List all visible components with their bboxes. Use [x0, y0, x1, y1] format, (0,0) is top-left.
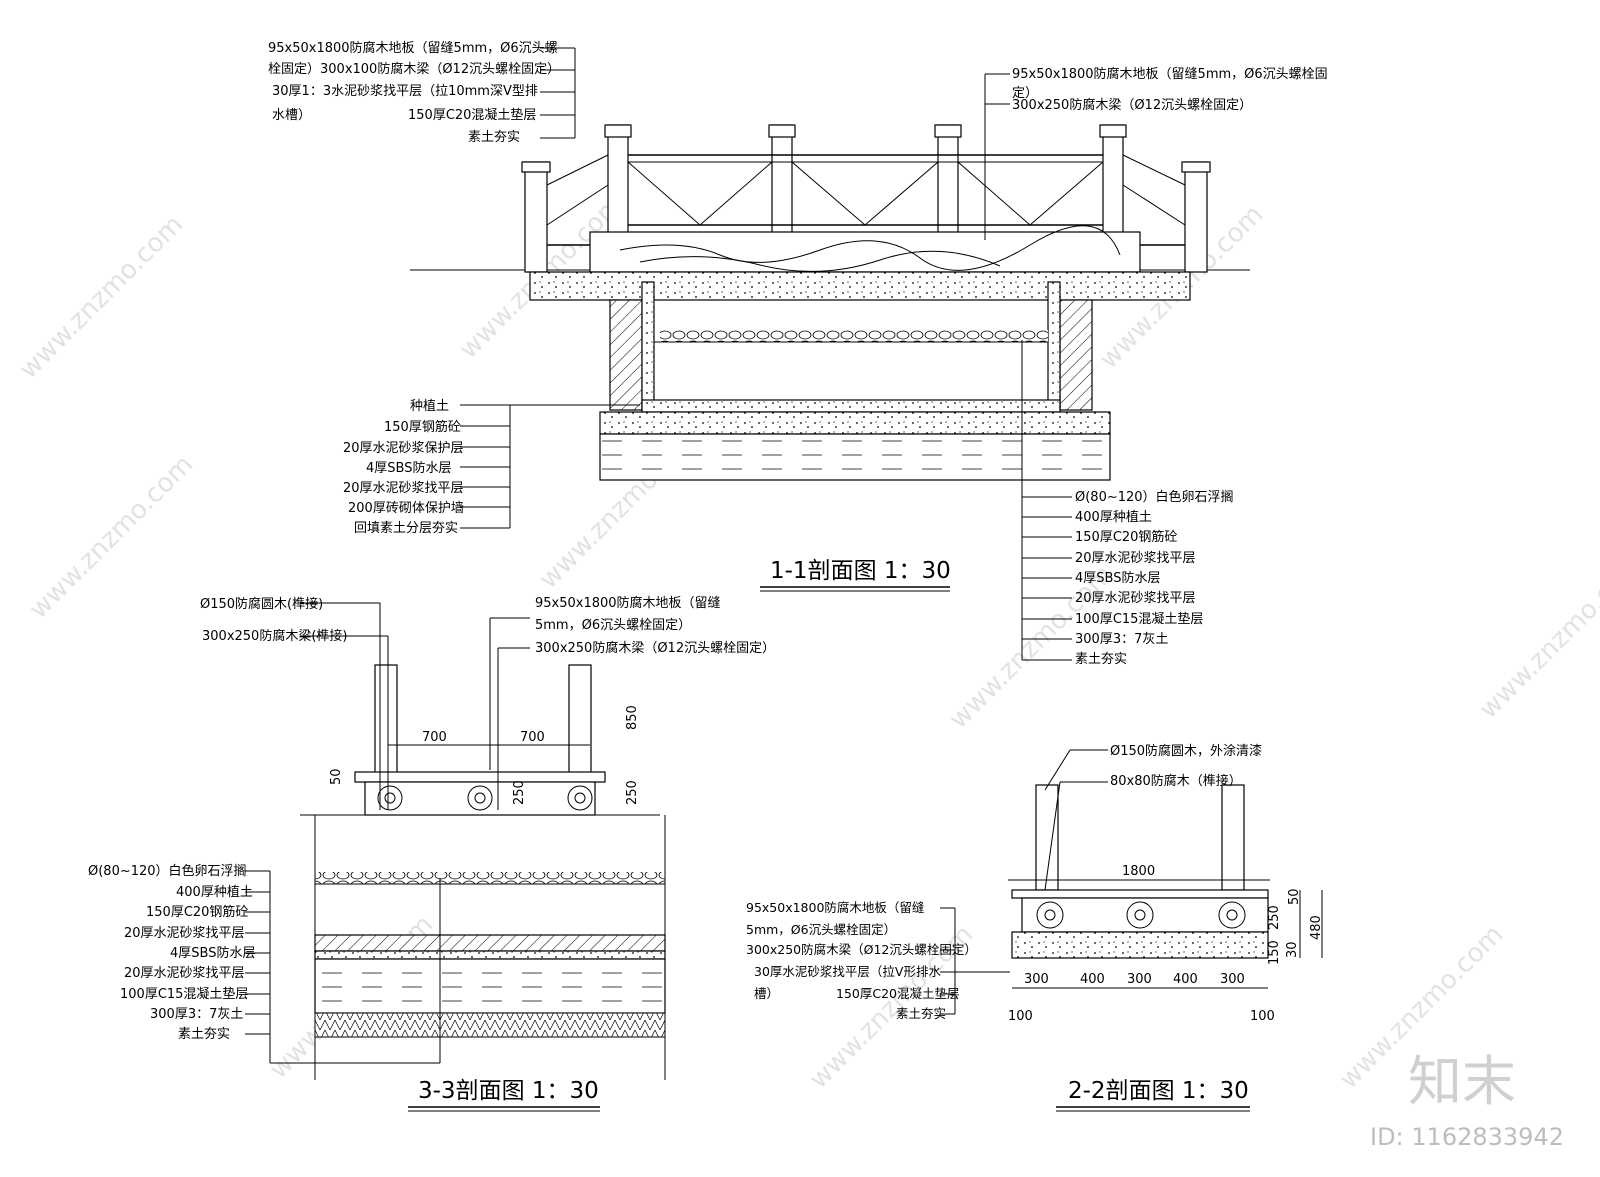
svg-text:素土夯实: 素土夯实: [468, 130, 520, 145]
callout-top-left: 95x50x1800防腐木地板（留缝5mm，Ø6沉头螺 栓固定）300x100防…: [268, 40, 576, 145]
svg-text:100: 100: [1008, 1009, 1033, 1024]
svg-text:300x250防腐木梁（Ø12沉头螺栓固定）: 300x250防腐木梁（Ø12沉头螺栓固定）: [1012, 97, 1252, 113]
svg-text:定）: 定）: [1012, 86, 1038, 101]
section-2-title: 2-2剖面图 1：30: [1068, 1078, 1249, 1104]
svg-text:槽）: 槽）: [754, 986, 779, 1001]
svg-text:30厚1：3水泥砂浆找平层（拉10mm深V型排: 30厚1：3水泥砂浆找平层（拉10mm深V型排: [272, 84, 538, 99]
image-id: ID: 1162833942: [1370, 1123, 1564, 1151]
svg-text:150厚C20钢筋砼: 150厚C20钢筋砼: [1075, 529, 1177, 545]
svg-text:80x80防腐木（榫接）: 80x80防腐木（榫接）: [1110, 773, 1242, 789]
svg-text:4厚SBS防水层: 4厚SBS防水层: [366, 460, 451, 476]
svg-text:250: 250: [625, 780, 640, 805]
svg-text:20厚水泥砂浆找平层: 20厚水泥砂浆找平层: [1075, 551, 1196, 566]
svg-text:种植土: 种植土: [410, 399, 449, 414]
callout-left-layers: 种植土 150厚钢筋砼 20厚水泥砂浆保护层 4厚SBS防水层 20厚水泥砂浆找…: [343, 399, 640, 536]
svg-text:400厚种植土: 400厚种植土: [176, 885, 253, 900]
svg-text:30: 30: [1285, 941, 1300, 958]
svg-text:5mm，Ø6沉头螺栓固定）: 5mm，Ø6沉头螺栓固定）: [746, 922, 896, 937]
svg-text:回填素土分层夯实: 回填素土分层夯实: [354, 521, 458, 536]
svg-text:4厚SBS防水层: 4厚SBS防水层: [170, 945, 255, 961]
svg-text:700: 700: [520, 730, 545, 745]
svg-text:30厚水泥砂浆找平层（拉V形排水: 30厚水泥砂浆找平层（拉V形排水: [754, 964, 941, 979]
svg-text:95x50x1800防腐木地板（留缝: 95x50x1800防腐木地板（留缝: [535, 595, 721, 611]
svg-text:150厚C20钢筋砼: 150厚C20钢筋砼: [146, 904, 248, 920]
svg-text:300: 300: [1127, 972, 1152, 987]
svg-text:20厚水泥砂浆找平层: 20厚水泥砂浆找平层: [1075, 591, 1196, 606]
svg-text:150: 150: [1267, 940, 1282, 965]
svg-text:20厚水泥砂浆找平层: 20厚水泥砂浆找平层: [343, 481, 464, 496]
callout-right-layers: Ø(80~120）白色卵石浮搁 400厚种植土 150厚C20钢筋砼 20厚水泥…: [1021, 340, 1234, 667]
watermark-text: www.znzmo.com: [14, 210, 189, 385]
svg-text:95x50x1800防腐木地板（留缝5mm，Ø6沉头螺栓固: 95x50x1800防腐木地板（留缝5mm，Ø6沉头螺栓固: [1012, 66, 1328, 82]
svg-text:95x50x1800防腐木地板（留缝: 95x50x1800防腐木地板（留缝: [746, 900, 924, 915]
svg-text:Ø(80~120）白色卵石浮搁: Ø(80~120）白色卵石浮搁: [88, 863, 247, 879]
svg-text:250: 250: [512, 780, 527, 805]
svg-text:850: 850: [625, 705, 640, 730]
svg-text:480: 480: [1309, 915, 1324, 940]
base-slab: [529, 271, 1191, 301]
svg-text:400: 400: [1080, 972, 1105, 987]
svg-text:20厚水泥砂浆保护层: 20厚水泥砂浆保护层: [343, 441, 464, 456]
section-1-title: 1-1剖面图 1：30: [770, 558, 951, 584]
svg-text:300x250防腐木梁（Ø12沉头螺栓固定）: 300x250防腐木梁（Ø12沉头螺栓固定）: [746, 942, 977, 957]
watermark-text: www.znzmo.com: [1474, 550, 1600, 725]
section-3-3: Ø150防腐圆木(榫接) 300x250防腐木梁(榫接) 95x50x1800防…: [88, 595, 775, 1112]
svg-text:1800: 1800: [1122, 864, 1155, 879]
svg-text:400厚种植土: 400厚种植土: [1075, 510, 1152, 525]
svg-text:300x250防腐木梁(榫接): 300x250防腐木梁(榫接): [202, 628, 347, 644]
svg-text:50: 50: [329, 768, 344, 785]
svg-text:200厚砖砌体保护墙: 200厚砖砌体保护墙: [348, 501, 464, 516]
svg-text:Ø(80~120）白色卵石浮搁: Ø(80~120）白色卵石浮搁: [1075, 489, 1234, 505]
svg-text:300x250防腐木梁（Ø12沉头螺栓固定）: 300x250防腐木梁（Ø12沉头螺栓固定）: [535, 640, 775, 656]
watermark-text: www.znzmo.com: [24, 450, 199, 625]
svg-text:素土夯实: 素土夯实: [896, 1006, 946, 1021]
svg-text:4厚SBS防水层: 4厚SBS防水层: [1075, 570, 1160, 586]
callout-top-right: 95x50x1800防腐木地板（留缝5mm，Ø6沉头螺栓固 定） 300x250…: [984, 66, 1328, 240]
svg-text:700: 700: [422, 730, 447, 745]
svg-text:20厚水泥砂浆找平层: 20厚水泥砂浆找平层: [124, 966, 245, 981]
svg-text:250: 250: [1267, 905, 1282, 930]
svg-text:300: 300: [1024, 972, 1049, 987]
svg-text:100厚C15混凝土垫层: 100厚C15混凝土垫层: [1075, 611, 1203, 627]
svg-text:50: 50: [1287, 888, 1302, 905]
svg-text:300厚3：7灰土: 300厚3：7灰土: [150, 1007, 243, 1022]
brand-logo: 知末: [1408, 1050, 1516, 1113]
svg-text:素土夯实: 素土夯实: [1075, 652, 1127, 667]
svg-text:100厚C15混凝土垫层: 100厚C15混凝土垫层: [120, 986, 248, 1002]
svg-text:95x50x1800防腐木地板（留缝5mm，Ø6沉头螺: 95x50x1800防腐木地板（留缝5mm，Ø6沉头螺: [268, 40, 558, 56]
bridge-deck: [589, 225, 1141, 273]
svg-text:Ø150防腐圆木，外涂清漆: Ø150防腐圆木，外涂清漆: [1110, 743, 1262, 759]
svg-text:400: 400: [1173, 972, 1198, 987]
bridge-railing: [521, 124, 1211, 273]
svg-text:150厚钢筋砼: 150厚钢筋砼: [384, 419, 461, 435]
svg-text:水槽）: 水槽）: [272, 108, 311, 123]
svg-text:300厚3：7灰土: 300厚3：7灰土: [1075, 632, 1168, 647]
svg-text:150厚C20混凝土垫层: 150厚C20混凝土垫层: [836, 986, 960, 1001]
section-3-title: 3-3剖面图 1：30: [418, 1078, 599, 1104]
svg-text:100: 100: [1250, 1009, 1275, 1024]
svg-text:Ø150防腐圆木(榫接): Ø150防腐圆木(榫接): [200, 596, 323, 612]
svg-text:150厚C20混凝土垫层: 150厚C20混凝土垫层: [408, 107, 536, 123]
svg-text:20厚水泥砂浆找平层: 20厚水泥砂浆找平层: [124, 926, 245, 941]
section-2-2: 1800 50 250 480 150 30 300 400 300 400 3…: [746, 743, 1324, 1112]
svg-text:300: 300: [1220, 972, 1245, 987]
svg-text:栓固定）300x100防腐木梁（Ø12沉头螺栓固定）: 栓固定）300x100防腐木梁（Ø12沉头螺栓固定）: [268, 61, 560, 77]
section-1-1: 95x50x1800防腐木地板（留缝5mm，Ø6沉头螺 栓固定）300x100防…: [268, 40, 1328, 667]
svg-text:5mm，Ø6沉头螺栓固定）: 5mm，Ø6沉头螺栓固定）: [535, 618, 691, 633]
svg-text:素土夯实: 素土夯实: [178, 1027, 230, 1042]
